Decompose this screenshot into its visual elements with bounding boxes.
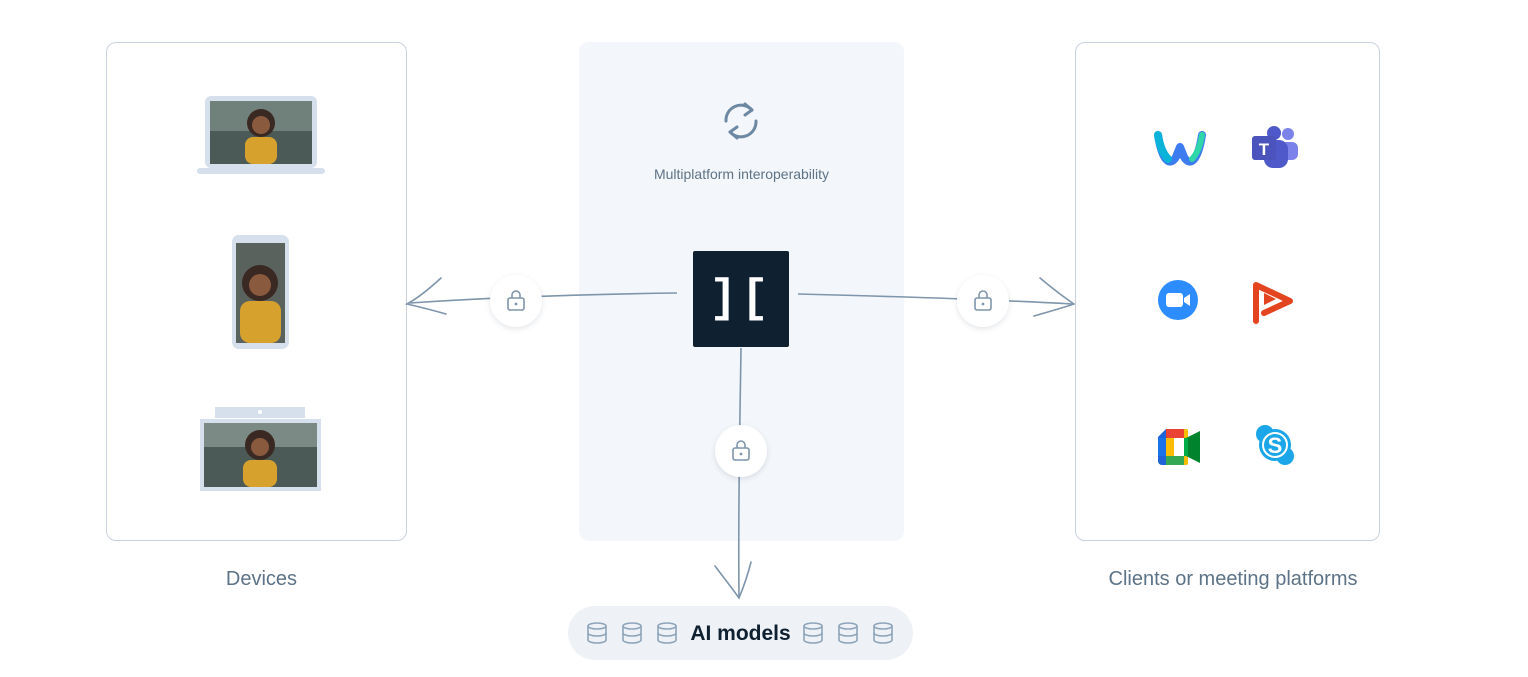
devices-caption: Devices [225,568,298,590]
platforms-caption: Clients or meeting platforms [1108,568,1358,590]
ai-models-label: AI models [690,622,791,645]
lock-bottom [715,425,767,477]
ai-models-bar: AI models [568,606,913,660]
hub-logo: ][ [693,251,789,347]
database-icon [803,622,823,644]
svg-text:T: T [1259,140,1270,159]
conference-display-icon [200,407,321,491]
phone-device-icon [232,235,289,349]
skype-icon: S [1256,425,1294,465]
webex-icon [1154,131,1206,166]
devices-panel [106,42,407,541]
teams-icon: T [1252,126,1298,168]
interop-label: Multiplatform interoperability [653,166,830,182]
lock-icon [507,290,525,311]
hub-logo-text: ][ [709,273,773,325]
poly-icon [1253,282,1293,324]
sync-icon [724,102,758,140]
lock-icon [974,290,992,311]
database-icon [657,622,677,644]
lock-icon [732,440,750,461]
lock-right [957,275,1009,327]
google-meet-icon [1158,429,1200,465]
platforms-panel: T S [1075,42,1380,541]
database-icon [838,622,858,644]
lock-left [490,275,542,327]
database-icon [622,622,642,644]
svg-text:S: S [1268,433,1283,458]
laptop-device-icon [197,96,325,174]
database-icon [587,622,607,644]
zoom-icon [1158,280,1198,320]
database-icon [873,622,893,644]
